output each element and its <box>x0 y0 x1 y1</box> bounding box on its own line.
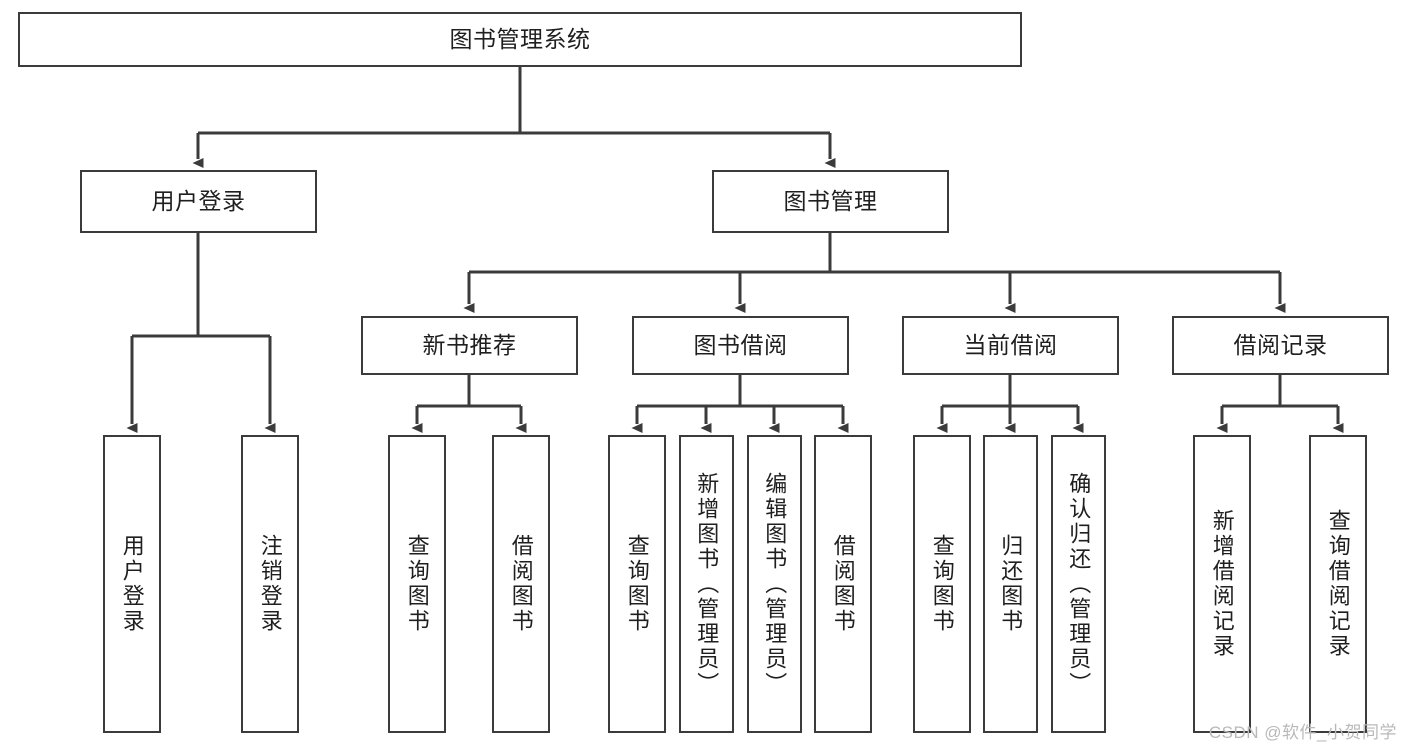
node-label: 查询图书 <box>624 534 650 634</box>
node-label: 新书推荐 <box>422 331 517 358</box>
node-book-management[interactable]: 图书管理 <box>712 170 949 233</box>
leaf-book-borrow-edit[interactable]: 编辑图书（管理员） <box>747 435 802 733</box>
leaf-borrow-record-query[interactable]: 查询借阅记录 <box>1309 435 1367 733</box>
leaf-new-book-query[interactable]: 查询图书 <box>388 435 446 733</box>
node-label: 当前借阅 <box>963 331 1058 358</box>
leaf-book-borrow-query[interactable]: 查询图书 <box>608 435 666 733</box>
node-label: 借阅图书 <box>830 534 856 634</box>
node-label: 用户登录 <box>151 187 246 214</box>
node-label: 图书管理系统 <box>449 25 591 52</box>
node-book-borrow[interactable]: 图书借阅 <box>632 316 849 375</box>
leaf-user-login-logout[interactable]: 注销登录 <box>241 435 299 733</box>
node-label: 新增图书（管理员） <box>694 471 720 697</box>
node-label: 确认归还（管理员） <box>1066 471 1092 697</box>
leaf-borrow-record-add[interactable]: 新增借阅记录 <box>1193 435 1251 733</box>
node-borrow-record[interactable]: 借阅记录 <box>1172 316 1389 375</box>
node-label: 归还图书 <box>998 534 1024 634</box>
node-label: 图书管理 <box>783 187 878 214</box>
node-label: 查询图书 <box>929 534 955 634</box>
leaf-book-borrow-add[interactable]: 新增图书（管理员） <box>679 435 734 733</box>
node-label: 查询图书 <box>404 534 430 634</box>
leaf-current-borrow-query[interactable]: 查询图书 <box>913 435 971 733</box>
node-current-borrow[interactable]: 当前借阅 <box>902 316 1119 375</box>
node-label: 借阅记录 <box>1233 331 1328 358</box>
node-label: 借阅图书 <box>508 534 534 634</box>
node-label: 新增借阅记录 <box>1209 509 1235 659</box>
leaf-current-borrow-confirm-return[interactable]: 确认归还（管理员） <box>1051 435 1106 733</box>
leaf-current-borrow-return[interactable]: 归还图书 <box>983 435 1038 733</box>
leaf-user-login-login[interactable]: 用户登录 <box>103 435 161 733</box>
node-new-book-recommend[interactable]: 新书推荐 <box>361 316 578 375</box>
node-label: 图书借阅 <box>693 331 788 358</box>
node-label: 编辑图书（管理员） <box>762 471 788 697</box>
leaf-book-borrow-borrow[interactable]: 借阅图书 <box>814 435 872 733</box>
leaf-new-book-borrow[interactable]: 借阅图书 <box>492 435 550 733</box>
node-root-system[interactable]: 图书管理系统 <box>18 12 1022 67</box>
node-user-login[interactable]: 用户登录 <box>80 170 317 233</box>
csdn-watermark: CSDN @软件_小贺同学 <box>1208 723 1397 742</box>
node-label: 用户登录 <box>119 534 145 634</box>
node-label: 查询借阅记录 <box>1325 509 1351 659</box>
node-label: 注销登录 <box>257 534 283 634</box>
